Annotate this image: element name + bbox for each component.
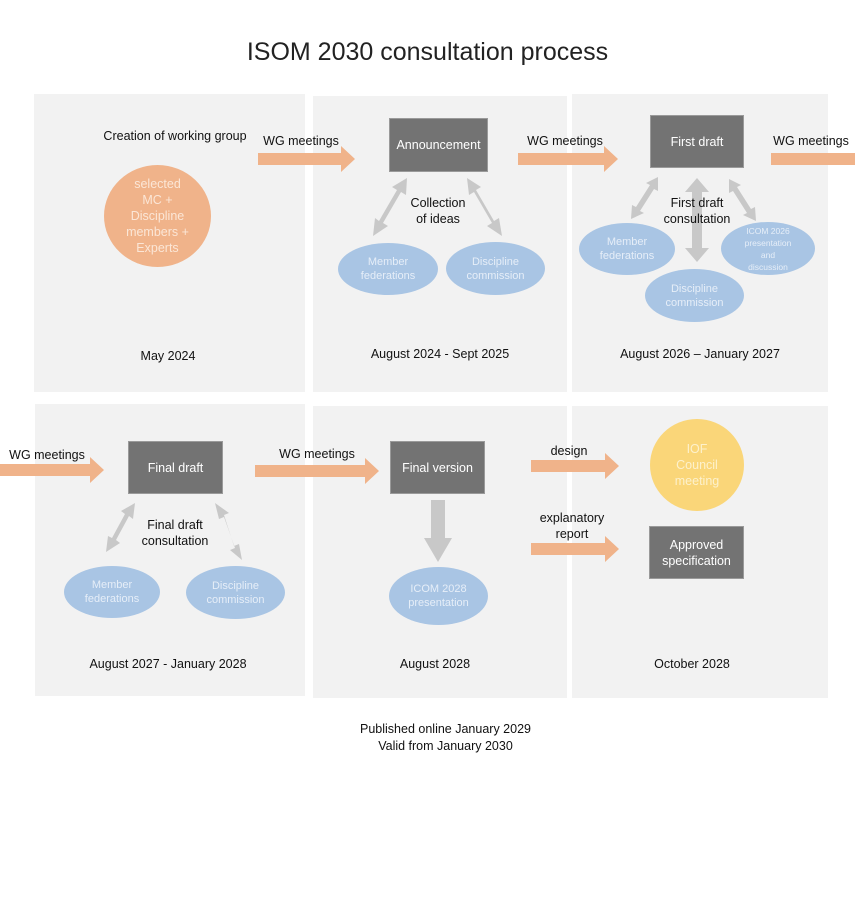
orange-arrow-2 [518, 146, 618, 172]
orange-arrow-design [531, 453, 619, 479]
stage-1-heading: Creation of working group [103, 129, 247, 143]
iof-council-circle: IOF Council meeting [650, 419, 744, 511]
approved-specification-box: Approved specification [649, 526, 744, 579]
first-draft-consultation-caption: First draft consultation [663, 196, 731, 226]
gray-double-arrow-3-left [631, 177, 658, 219]
stage-3-date: August 2026 – January 2027 [620, 347, 780, 361]
icom-2028-ellipse: ICOM 2028 presentation [389, 567, 488, 625]
arrow-label-wg-meetings-2: WG meetings [527, 134, 603, 148]
gray-double-arrow-left [373, 178, 407, 236]
orange-arrow-3 [771, 153, 855, 165]
working-group-circle: selected MC + Discipline members + Exper… [104, 165, 211, 267]
orange-arrow-4 [0, 457, 104, 483]
icom-2026-ellipse: ICOM 2026 presentation and discussion [721, 222, 815, 275]
discipline-commission-ellipse-3: Discipline commission [645, 269, 744, 322]
orange-arrow-report [531, 536, 619, 562]
member-federations-ellipse: Member federations [338, 243, 438, 295]
arrow-label-wg-meetings-1: WG meetings [263, 134, 339, 148]
arrow-label-design: design [550, 444, 588, 458]
arrow-label-wg-meetings-3: WG meetings [773, 134, 849, 148]
final-version-box: Final version [390, 441, 485, 494]
gray-double-arrow-4-right [215, 503, 242, 560]
gray-double-arrow-3-center [685, 178, 709, 262]
orange-arrow-1 [258, 146, 355, 172]
first-draft-box: First draft [650, 115, 744, 168]
valid-from-note: Valid from January 2030 [378, 739, 513, 753]
arrow-label-wg-meetings-5: WG meetings [279, 447, 355, 461]
member-federations-ellipse-4: Member federations [64, 566, 160, 618]
final-draft-consultation-caption: Final draft consultation [141, 518, 209, 548]
collection-of-ideas-caption: Collection of ideas [410, 196, 466, 226]
final-draft-box: Final draft [128, 441, 223, 494]
published-note: Published online January 2029 [360, 722, 531, 736]
arrow-label-wg-meetings-4: WG meetings [9, 448, 85, 462]
discipline-commission-ellipse-4: Discipline commission [186, 566, 285, 619]
arrow-label-explanatory-report: explanatory report [539, 511, 605, 541]
gray-double-arrow-right [467, 178, 502, 236]
gray-double-arrow-3-right [729, 179, 756, 221]
stage-1-date: May 2024 [140, 349, 196, 363]
diagram-title: ISOM 2030 consultation process [246, 38, 609, 66]
stage-6-date: October 2028 [654, 657, 730, 671]
stage-5-date: August 2028 [399, 657, 471, 671]
member-federations-ellipse-3: Member federations [579, 223, 675, 275]
stage-4-date: August 2027 - January 2028 [89, 657, 247, 671]
announcement-box: Announcement [389, 118, 488, 172]
orange-arrow-5 [255, 458, 379, 484]
gray-double-arrow-4-left [106, 503, 135, 552]
discipline-commission-ellipse: Discipline commission [446, 242, 545, 295]
gray-down-arrow [424, 500, 452, 562]
stage-2-date: August 2024 - Sept 2025 [370, 347, 510, 361]
